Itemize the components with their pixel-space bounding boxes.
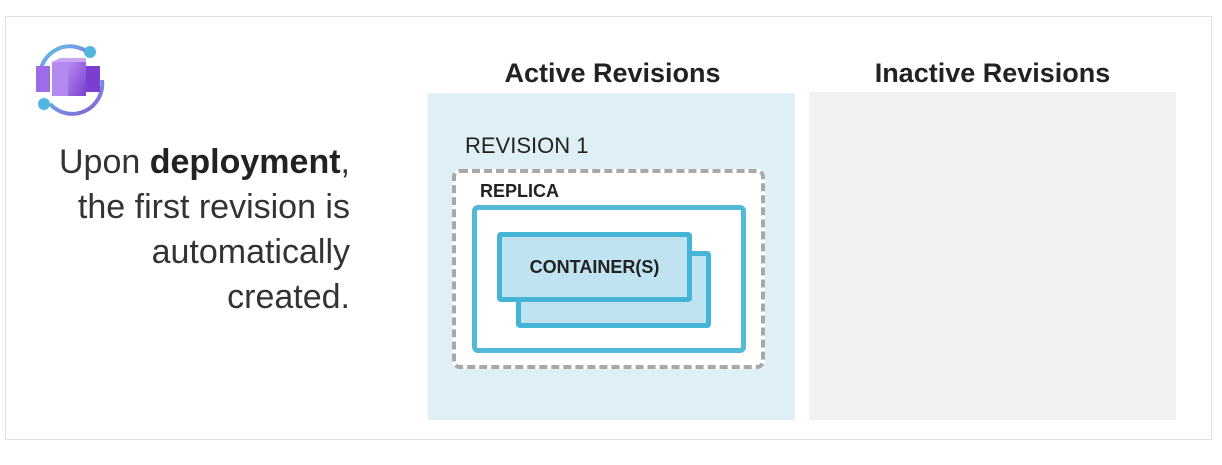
inactive-revisions-title: Inactive Revisions bbox=[874, 58, 1111, 88]
container-box: CONTAINER(S) bbox=[497, 232, 692, 302]
caption-suffix: , the first revision is automatically cr… bbox=[77, 143, 350, 316]
active-revisions-title: Active Revisions bbox=[504, 58, 721, 88]
revision-label: REVISION 1 bbox=[465, 133, 589, 158]
caption-prefix: Upon bbox=[59, 143, 150, 181]
replica-label: REPLICA bbox=[480, 181, 560, 201]
inactive-revisions-panel bbox=[809, 92, 1176, 420]
caption-bold-word: deployment bbox=[149, 143, 341, 181]
container-apps-icon bbox=[36, 44, 105, 116]
container-label: CONTAINER(S) bbox=[529, 256, 660, 277]
deployment-caption: Upon deployment, the first revision is a… bbox=[20, 140, 350, 320]
